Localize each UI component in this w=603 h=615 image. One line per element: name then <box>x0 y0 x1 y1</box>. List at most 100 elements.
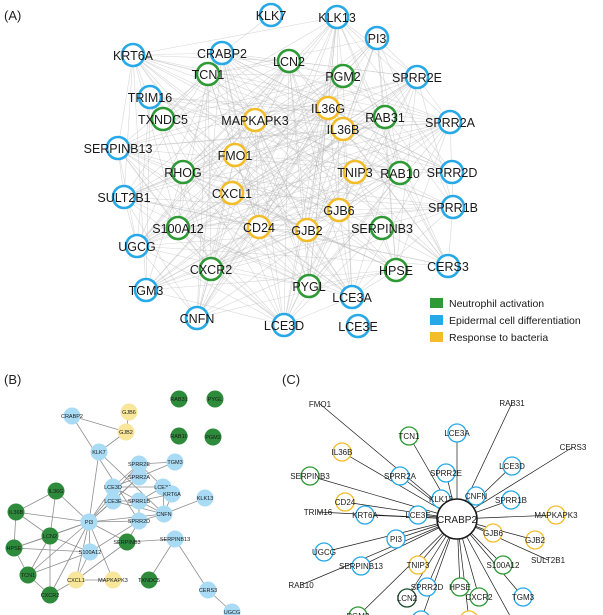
node-il36b: IL36B <box>327 116 359 142</box>
node-ring <box>435 253 461 279</box>
node-label: SPRR2D <box>128 519 150 525</box>
network-edge <box>210 128 344 270</box>
network-edge <box>117 54 134 149</box>
network-edge <box>196 226 260 319</box>
node-ring <box>469 587 489 607</box>
node-label: MAPKAPK3 <box>98 578 128 584</box>
node-pi3: PI3 <box>386 529 406 549</box>
network-edge <box>89 520 140 553</box>
network-edge <box>342 128 449 267</box>
network-edge <box>354 171 454 208</box>
node-tnip3: TNIP3 <box>337 159 373 185</box>
node-ring <box>326 197 352 223</box>
legend-item-epidermal-cell-differentiation: Epidermal cell differentiation <box>430 315 581 327</box>
network-edge <box>145 269 397 291</box>
network-edge <box>258 128 344 228</box>
network-edge <box>231 192 285 326</box>
node-label: TNIP3 <box>337 166 372 180</box>
node-txndc5: TXNDC5 <box>138 106 188 132</box>
node-ring <box>165 215 191 241</box>
network-edge <box>136 245 285 326</box>
node-ring <box>372 104 398 130</box>
legend-swatch <box>430 332 443 342</box>
node-pygl: PYGL <box>206 390 224 408</box>
network-edge <box>221 52 310 287</box>
network-edge <box>177 206 454 229</box>
node-ring <box>351 556 371 576</box>
node-label: CXCR2 <box>190 263 232 277</box>
node-label: LCN2 <box>43 534 57 540</box>
network-edge <box>182 60 290 173</box>
node-label: IL36B <box>9 510 24 516</box>
network-edge <box>234 16 338 156</box>
network-edge <box>117 60 290 149</box>
network-edge <box>376 37 454 208</box>
node-lce3d: LCE3D <box>104 478 122 496</box>
node-cnfn: CNFN <box>465 486 487 506</box>
node-label: IL36G <box>49 489 64 495</box>
node-krt6a: KRT6A <box>113 42 154 68</box>
node-ugcg: UGCG <box>312 542 336 562</box>
node-label: CERS3 <box>427 260 469 274</box>
network-edge <box>234 75 344 156</box>
legend-label: Response to bacteria <box>449 332 548 344</box>
network-edge <box>210 268 310 287</box>
node-ring <box>439 159 465 185</box>
node-gjb6: GJB6 <box>323 197 355 223</box>
node-rab31: RAB31 <box>365 104 405 130</box>
node-label: S100A12 <box>79 550 102 556</box>
node-mapkapk3: MAPKAPK3 <box>534 505 578 525</box>
node-label: SPRR2E <box>430 469 462 478</box>
node-label: KLK7 <box>92 450 105 456</box>
network-edge <box>132 54 179 229</box>
node-label: SPRR1B <box>495 496 527 505</box>
node-cxcl1: CXCL1 <box>67 571 85 589</box>
node-ring <box>513 587 533 607</box>
node-dot <box>140 571 158 589</box>
node-label: CXCL1 <box>212 187 252 201</box>
legend-item-response-to-bacteria: Response to bacteria <box>430 332 548 344</box>
network-edge <box>123 60 290 198</box>
node-label: CERS3 <box>199 588 217 594</box>
legend-item-neutrophil-activation: Neutrophil activation <box>430 298 544 310</box>
node-label: KRT6A <box>113 49 154 63</box>
node-label: CNFN <box>465 492 487 501</box>
network-edge <box>132 54 310 287</box>
node-dot <box>81 543 99 561</box>
network-edge <box>149 96 329 109</box>
network-edge <box>132 54 340 211</box>
node-sprr2d: SPRR2D <box>128 512 150 530</box>
node-label: GJB2 <box>119 430 133 436</box>
node-label: TXNDC5 <box>138 113 188 127</box>
node-sprr1b: SPRR1B <box>128 492 150 510</box>
network-edge <box>196 269 397 319</box>
node-label: MAPKAPK3 <box>534 511 578 520</box>
node-label: UGCG <box>312 548 336 557</box>
network-edge <box>234 154 260 228</box>
node-label: PYGL <box>292 280 325 294</box>
node-ring <box>137 84 163 110</box>
network-edge <box>231 121 451 194</box>
network-edge <box>123 73 209 198</box>
node-label: CNFN <box>180 312 215 326</box>
node-cxcr2: CXCR2 <box>41 586 59 604</box>
node-ring <box>383 257 409 283</box>
network-edge <box>88 521 114 581</box>
network-edge <box>132 52 223 56</box>
node-label: LCE3A <box>154 485 172 491</box>
node-label: RAB31 <box>499 399 525 408</box>
network-edge <box>117 76 418 149</box>
network-edge <box>196 172 401 319</box>
node-ring <box>345 313 371 339</box>
node-label: FMO1 <box>309 400 332 409</box>
network-edge <box>123 75 344 198</box>
node-dot <box>19 566 37 584</box>
node-label: SERPINB3 <box>290 472 330 481</box>
legend-label: Neutrophil activation <box>449 298 544 310</box>
node-pi3: PI3 <box>364 25 390 51</box>
node-label: LCE3D <box>264 319 304 333</box>
node-lce3d: LCE3D <box>264 312 304 338</box>
